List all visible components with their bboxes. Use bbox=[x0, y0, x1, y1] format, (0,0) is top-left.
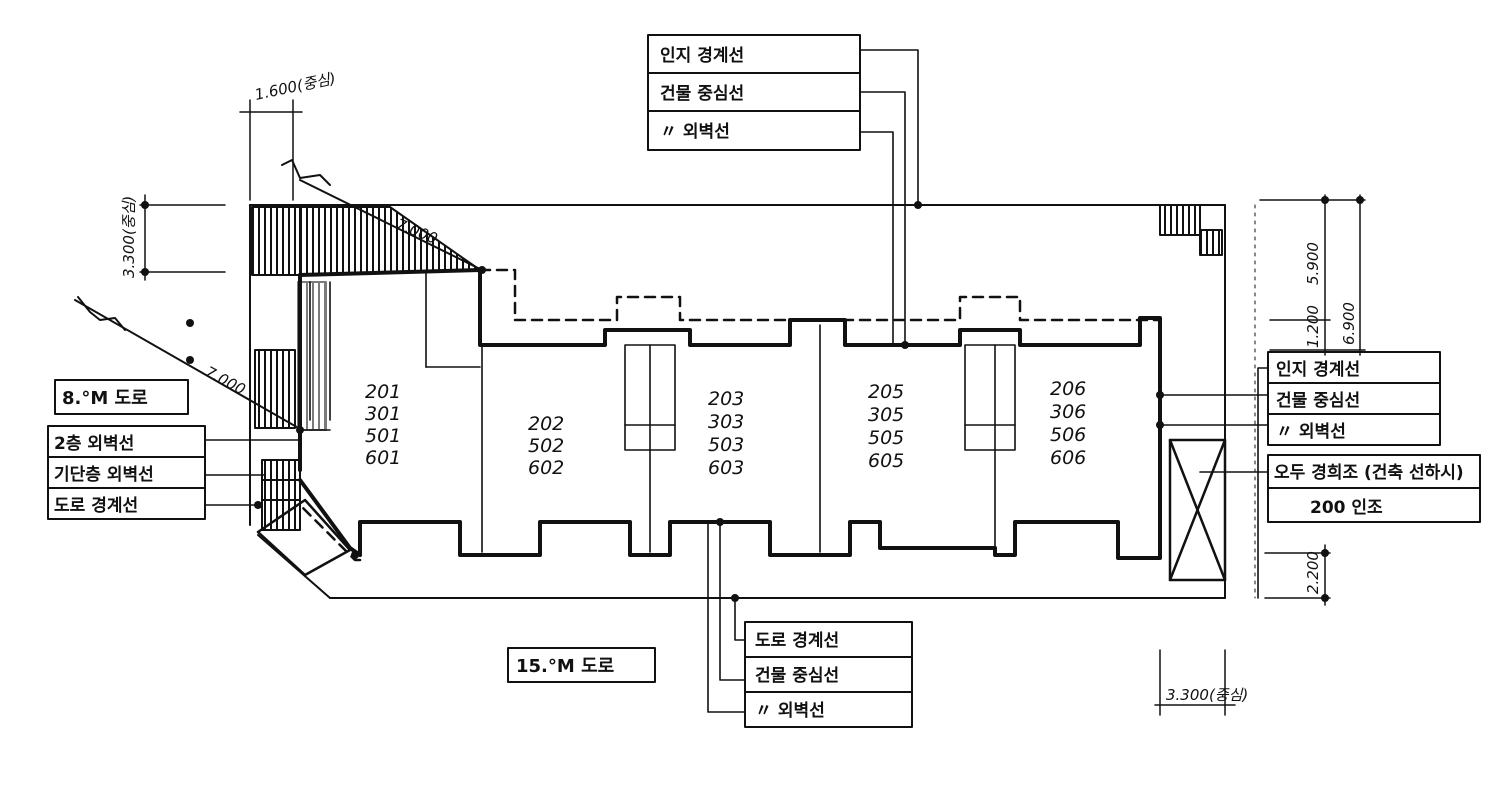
room-303: 303 bbox=[708, 411, 744, 433]
dim-bottom-right-width: 3.300(중심) bbox=[1166, 686, 1248, 704]
room-206: 206 bbox=[1050, 378, 1086, 400]
room-305: 305 bbox=[868, 404, 904, 426]
dim-right-top-c: 1.200 bbox=[1304, 305, 1322, 348]
dim-right-bottom: 2.200 bbox=[1304, 551, 1322, 594]
room-203: 203 bbox=[708, 388, 744, 410]
legend-bottom-text: 도로 경계선 건물 중심선 〃 외벽선 bbox=[755, 631, 839, 721]
room-502: 502 bbox=[528, 435, 564, 457]
legend-top-item-1: 인지 경계선 bbox=[660, 46, 744, 66]
dim-right-top-a: 5.900 bbox=[1304, 242, 1322, 285]
dim-right-top-b: 6.900 bbox=[1340, 302, 1358, 345]
road-label-south: 15.°M 도로 bbox=[516, 656, 614, 677]
room-606: 606 bbox=[1050, 447, 1086, 469]
room-205: 205 bbox=[868, 381, 904, 403]
legend-left-text: 2층 외벽선 기단층 외벽선 도로 경계선 bbox=[54, 434, 154, 516]
room-506: 506 bbox=[1050, 424, 1086, 446]
legend-leaders bbox=[204, 49, 1269, 713]
legend-left-item-1: 2층 외벽선 bbox=[54, 434, 134, 454]
room-201: 201 bbox=[365, 381, 401, 403]
dimension-labels: 1.600(중심) 3.300(중심) 7.000 7.000 5.900 6.… bbox=[120, 69, 1358, 704]
room-301: 301 bbox=[365, 403, 401, 425]
dim-top-left-width: 1.600(중심) bbox=[253, 69, 337, 104]
elevator-shaft-box bbox=[1168, 438, 1227, 582]
road-label-west: 8.°M 도로 bbox=[62, 388, 148, 409]
road-labels: 8.°M 도로 15.°M 도로 bbox=[62, 388, 614, 677]
room-505: 505 bbox=[868, 427, 904, 449]
room-306: 306 bbox=[1050, 401, 1086, 423]
dim-diagonal-lower: 7.000 bbox=[202, 363, 248, 399]
room-602: 602 bbox=[528, 457, 564, 479]
room-605: 605 bbox=[868, 450, 904, 472]
legend-top-text: 인지 경계선 건물 중심선 〃 외벽선 bbox=[660, 46, 744, 142]
legend-box-top bbox=[647, 34, 861, 151]
room-202: 202 bbox=[528, 413, 564, 435]
room-503: 503 bbox=[708, 434, 744, 456]
room-601: 601 bbox=[365, 447, 401, 469]
upper-floor-wall-dashed bbox=[298, 268, 1162, 562]
dim-left-height: 3.300(중심) bbox=[120, 196, 138, 278]
legend-top-item-3: 〃 외벽선 bbox=[660, 122, 730, 142]
legend-box-right bbox=[1267, 351, 1481, 523]
legend-left-item-3: 도로 경계선 bbox=[54, 496, 138, 516]
legend-right-item-2: 건물 중심선 bbox=[1276, 391, 1360, 411]
diagonal-dimension-lines bbox=[74, 159, 483, 431]
entry-wedge bbox=[256, 498, 352, 577]
legend-right-item-3: 〃 외벽선 bbox=[1276, 422, 1346, 442]
junction-dots bbox=[141, 196, 1364, 602]
room-numbers: 201 301 501 601 202 502 602 203 303 503 … bbox=[365, 378, 1086, 479]
room-501: 501 bbox=[365, 425, 401, 447]
interior-partitions bbox=[299, 271, 1016, 553]
legend-left-item-2: 기단층 외벽선 bbox=[54, 465, 154, 485]
legend-top-item-2: 건물 중심선 bbox=[660, 84, 744, 104]
legend-bottom-item-3: 〃 외벽선 bbox=[755, 701, 825, 721]
legend-right-item-1: 인지 경계선 bbox=[1276, 360, 1360, 380]
room-603: 603 bbox=[708, 457, 744, 479]
legend-box-bottom bbox=[507, 621, 913, 728]
legend-box-left bbox=[47, 379, 206, 520]
legend-right-extra-2: 200 인조 bbox=[1310, 498, 1383, 518]
legend-right-text: 인지 경계선 건물 중심선 〃 외벽선 오두 경희조 (건축 선하시) 200 … bbox=[1274, 360, 1464, 518]
legend-bottom-item-1: 도로 경계선 bbox=[755, 631, 839, 651]
legend-right-extra-1: 오두 경희조 (건축 선하시) bbox=[1274, 463, 1464, 483]
hatched-wall-zones bbox=[251, 204, 1223, 531]
legend-bottom-item-2: 건물 중심선 bbox=[755, 666, 839, 686]
